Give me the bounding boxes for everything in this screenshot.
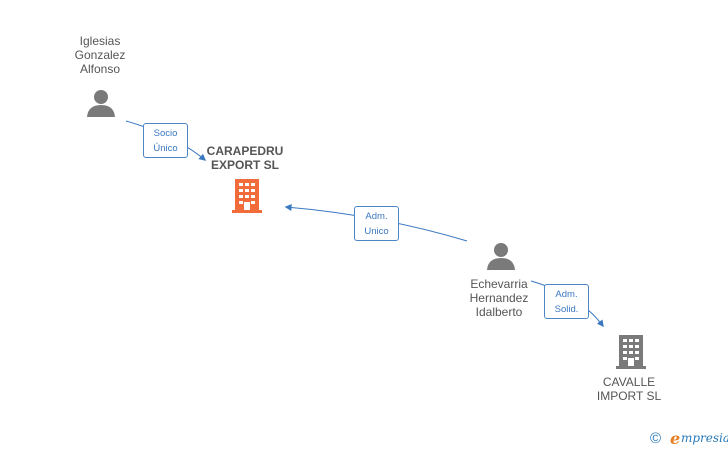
edge-label-adm-unico[interactable]: Adm. Unico <box>354 206 399 241</box>
person-label-echevarria: Echevarria Hernandez Idalberto <box>469 277 529 319</box>
person-icon[interactable] <box>486 241 516 271</box>
edge-label-adm-solid[interactable]: Adm. Solid. <box>544 284 589 319</box>
person-label-iglesias: Iglesias Gonzalez Alfonso <box>74 34 126 76</box>
building-icon[interactable] <box>616 335 646 369</box>
brand-name: mpresia <box>681 431 728 445</box>
building-icon[interactable] <box>232 179 262 213</box>
empresia-watermark: © e mpresia <box>650 429 728 448</box>
company-label-cavalle: CAVALLE IMPORT SL <box>596 375 662 403</box>
company-label-carapedru: CARAPEDRU EXPORT SL <box>206 144 284 172</box>
brand-initial: e <box>670 429 681 448</box>
person-icon[interactable] <box>86 88 116 118</box>
edge-label-socio-unico[interactable]: Socio Único <box>143 123 188 158</box>
copyright-symbol: © <box>650 430 662 447</box>
